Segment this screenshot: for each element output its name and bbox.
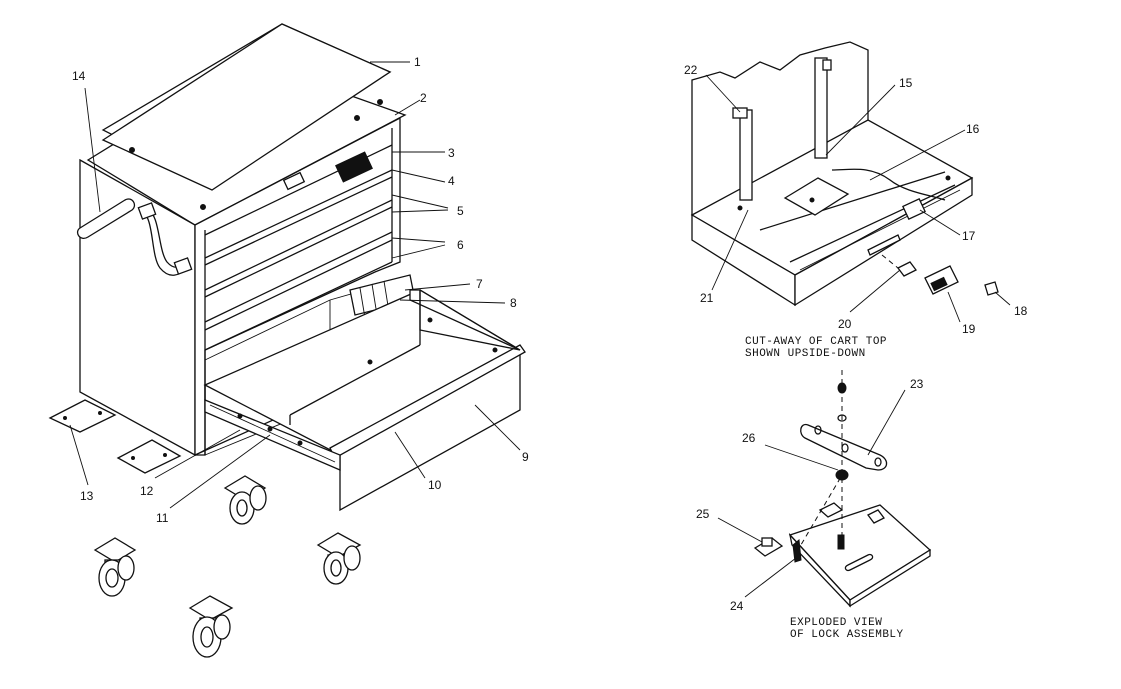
callout-21: 21 <box>700 291 714 305</box>
callout-24: 24 <box>730 599 744 613</box>
callout-3: 3 <box>448 146 455 160</box>
callout-11: 11 <box>156 511 169 525</box>
caster-4 <box>316 532 362 585</box>
callout-6: 6 <box>457 238 464 252</box>
bracket-15 <box>814 57 828 159</box>
part-20 <box>897 261 917 277</box>
caster-2 <box>188 595 234 658</box>
captions: CUT-AWAY OF CART TOP SHOWN UPSIDE-DOWN E… <box>745 336 904 641</box>
cabinet-front <box>194 116 401 456</box>
caster-plate-left <box>48 399 117 433</box>
callout-20: 20 <box>838 317 852 331</box>
callout-25: 25 <box>696 507 710 521</box>
pin-24 <box>792 539 802 563</box>
callout-12: 12 <box>140 484 154 498</box>
lock-plate <box>282 171 306 191</box>
cutaway-cart-top <box>690 41 974 307</box>
cable-16 <box>831 168 946 201</box>
callout-10: 10 <box>428 478 442 492</box>
callout-2: 2 <box>420 91 427 105</box>
callout-13: 13 <box>80 489 94 503</box>
leader-lines-lock <box>717 389 906 598</box>
leader-lines-cutaway <box>705 74 1011 323</box>
callout-4: 4 <box>448 174 455 188</box>
callout-17: 17 <box>962 229 976 243</box>
callout-15: 15 <box>899 76 913 90</box>
leader-lines-cart <box>69 61 521 509</box>
callout-22: 22 <box>684 63 698 77</box>
cart-lid-overlay <box>101 23 392 191</box>
lock-lever-23 <box>800 423 888 471</box>
callout-14: 14 <box>72 69 86 83</box>
callout-26: 26 <box>742 431 756 445</box>
bracket-22 <box>739 109 753 201</box>
caption-lock-line1: EXPLODED VIEW <box>790 617 882 629</box>
caster-1 <box>93 537 137 597</box>
lock-base-plate <box>788 504 932 601</box>
tool-cart <box>48 23 526 512</box>
lock-vent <box>335 151 373 183</box>
cutaway-plate <box>783 177 850 216</box>
handle-bar <box>76 198 136 239</box>
lock-assembly <box>753 370 932 608</box>
callout-1: 1 <box>414 55 421 69</box>
caster-plate-right <box>116 439 182 474</box>
caption-cutaway-line2: SHOWN UPSIDE-DOWN <box>745 348 866 360</box>
caption-lock-line2: OF LOCK ASSEMBLY <box>790 629 904 641</box>
part-18 <box>984 281 999 296</box>
callout-labels: 1 2 3 4 5 6 7 8 9 10 11 12 13 14 15 16 1… <box>72 55 1028 613</box>
callout-18: 18 <box>1014 304 1028 318</box>
lock-parts <box>881 254 999 296</box>
callout-9: 9 <box>522 450 529 464</box>
caption-cutaway-line1: CUT-AWAY OF CART TOP <box>745 336 887 348</box>
callout-19: 19 <box>962 322 976 336</box>
callout-5: 5 <box>457 204 464 218</box>
lock-17 <box>902 197 926 221</box>
callout-7: 7 <box>476 277 483 291</box>
callout-8: 8 <box>510 296 517 310</box>
callout-23: 23 <box>910 377 924 391</box>
caster-3 <box>223 475 267 525</box>
callout-16: 16 <box>966 122 980 136</box>
